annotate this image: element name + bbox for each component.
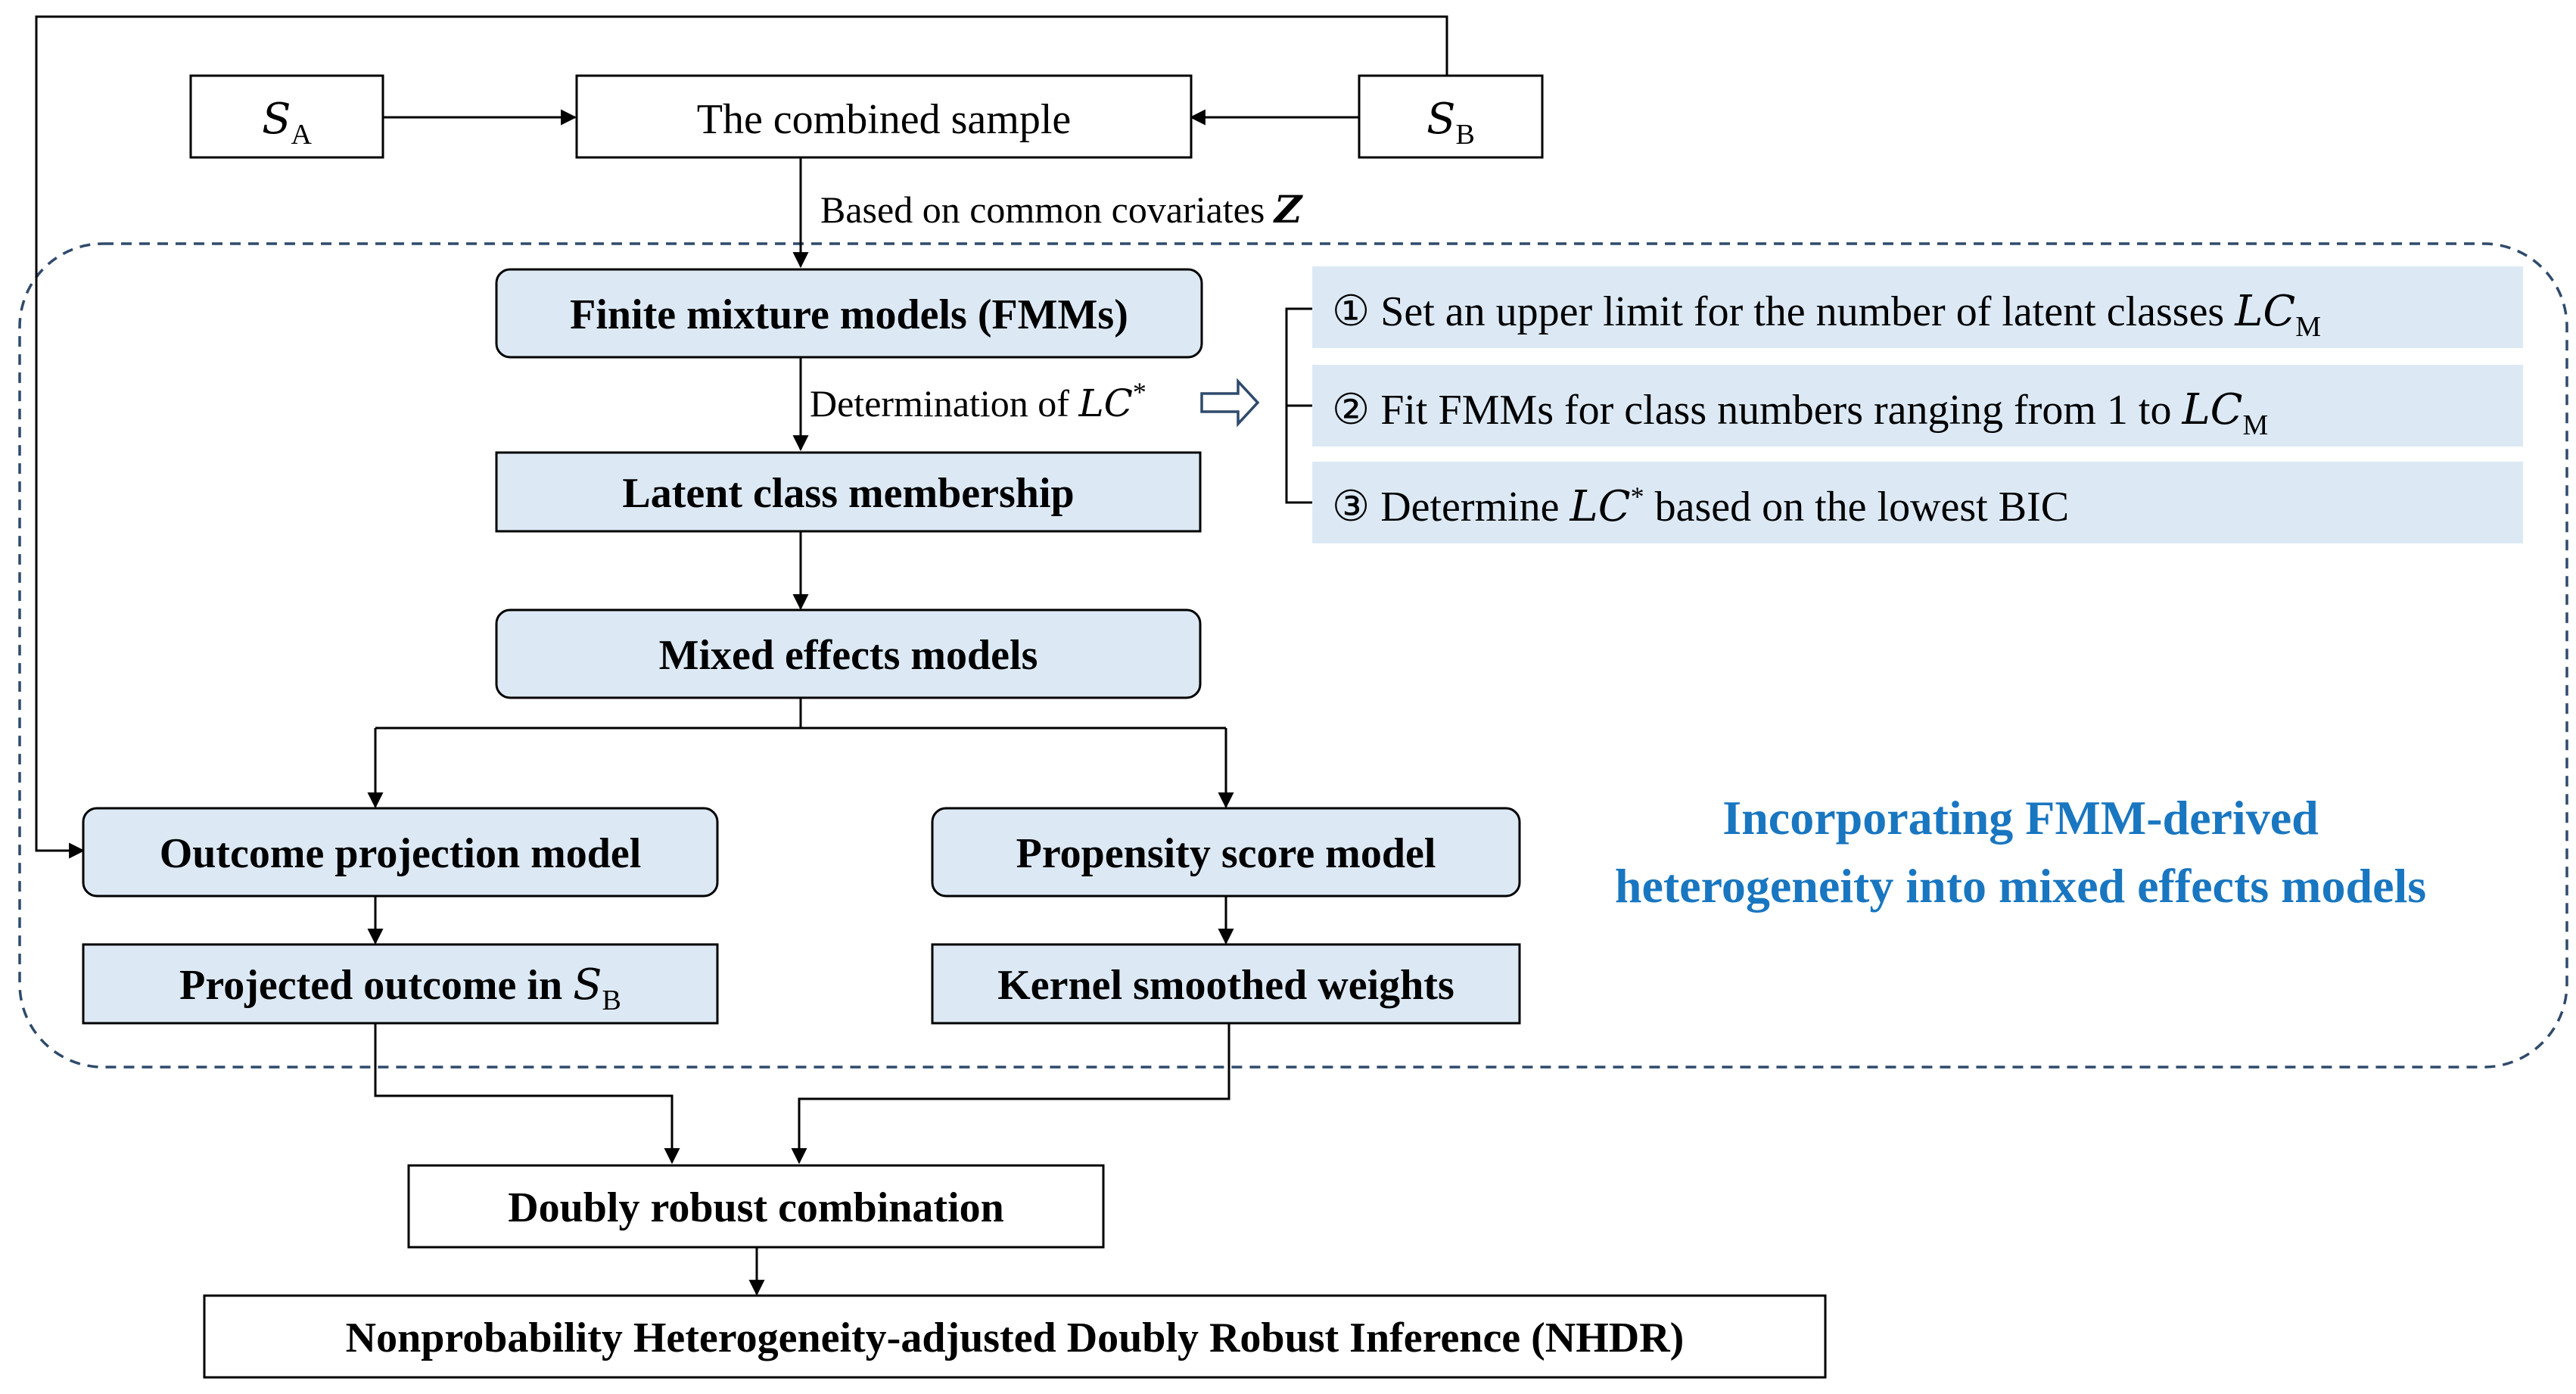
- edge-projected-to-doubly: [374, 1023, 680, 1165]
- hollow-arrow-icon: [1200, 378, 1260, 428]
- sa-box: [189, 74, 384, 159]
- outcome-projection-box: [82, 807, 719, 898]
- projected-outcome-box: [82, 943, 719, 1025]
- kernel-weights-label: Kernel smoothed weights: [997, 962, 1454, 1009]
- step-3-background: [1312, 462, 2523, 543]
- mixed-effects-label: Mixed effects models: [659, 632, 1038, 679]
- sb-box: [1358, 74, 1544, 159]
- edge-mixed-split: [375, 698, 1226, 730]
- edge-sb-to-outcome: [35, 15, 1448, 859]
- region-label-line-2: heterogeneity into mixed effects models: [1615, 859, 2426, 913]
- region-label-line-1: Incorporating FMM-derived: [1722, 791, 2318, 845]
- nhdr-box: [203, 1294, 1827, 1379]
- fmm-label: Finite mixture models (FMMs): [570, 291, 1128, 338]
- fmm-box: [495, 268, 1203, 359]
- outcome-projection-label: Outcome projection model: [160, 830, 642, 877]
- sa-label: SA: [262, 95, 312, 151]
- step-1-background: [1312, 266, 2523, 348]
- combined-sample-box: [575, 74, 1193, 159]
- mixed-effects-box: [495, 608, 1202, 699]
- nhdr-label: Nonprobability Heterogeneity-adjusted Do…: [346, 1315, 1685, 1361]
- propensity-score-label: Propensity score model: [1016, 830, 1436, 877]
- determination-label: Determination of LC*: [810, 377, 1146, 425]
- doubly-robust-box: [407, 1164, 1105, 1249]
- sb-label: SB: [1426, 95, 1475, 151]
- propensity-score-box: [931, 807, 1521, 898]
- projected-outcome-label: Projected outcome in SB: [179, 960, 621, 1016]
- edge-kernel-to-doubly: [791, 1023, 1230, 1165]
- step-2-background: [1312, 365, 2523, 447]
- combined-sample-label: The combined sample: [697, 96, 1072, 143]
- latent-class-box: [495, 451, 1202, 533]
- heterogeneity-region: [18, 242, 2568, 1069]
- common-covariates-label: Based on common covariates Z: [820, 187, 1304, 232]
- doubly-robust-label: Doubly robust combination: [508, 1184, 1004, 1231]
- kernel-weights-box: [931, 943, 1521, 1025]
- latent-class-label: Latent class membership: [622, 470, 1074, 517]
